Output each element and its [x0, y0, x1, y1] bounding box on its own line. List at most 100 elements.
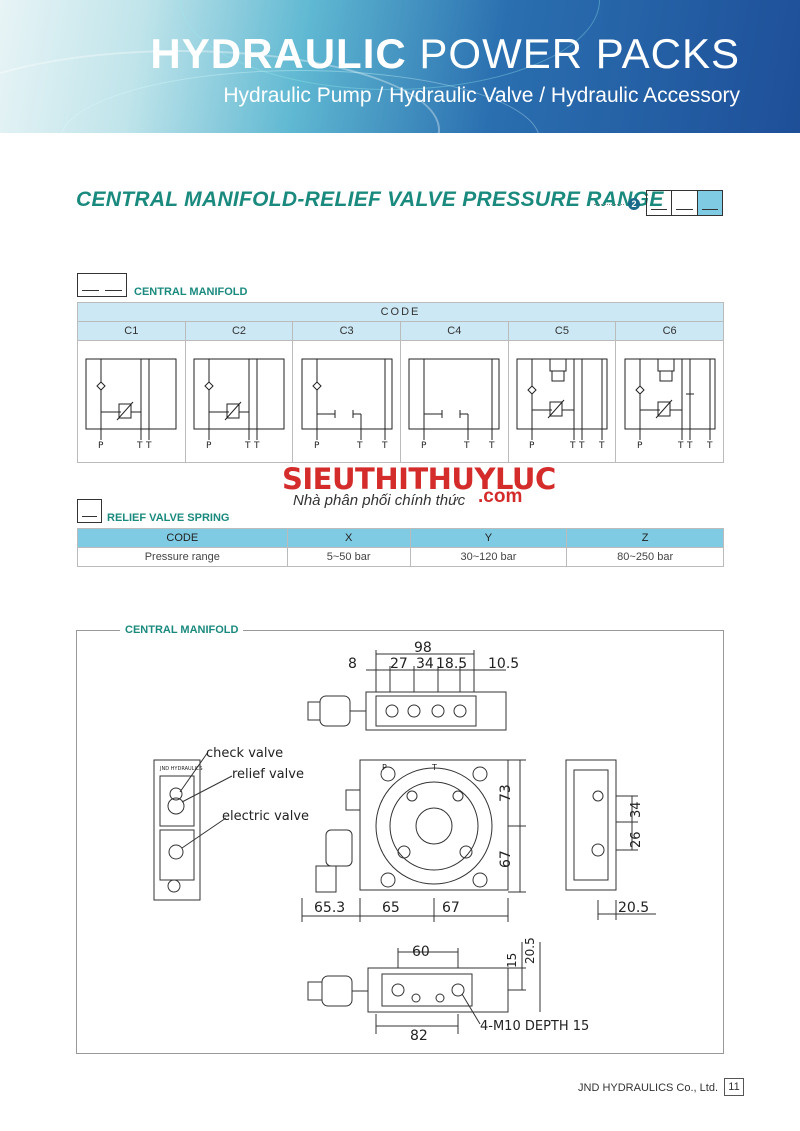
solenoid-coil-front	[325, 829, 353, 867]
bottom-view-plate	[381, 973, 473, 1007]
dim-18-5: 18.5	[436, 656, 467, 672]
dim-82: 82	[410, 1028, 428, 1044]
callout-check-valve: check valve	[206, 746, 283, 761]
indicator-dash	[82, 290, 99, 291]
dim-20-5-bottom: 20.5	[523, 937, 537, 964]
check-valve-port	[169, 787, 183, 801]
fitting-front	[345, 789, 361, 811]
central-manifold-code-table: CODE C1 C2 C3 C4 C5 C6 P T T	[77, 302, 724, 463]
code-cell-c2: C2	[184, 321, 294, 341]
dim-73: 73	[498, 784, 514, 802]
mount-hole	[380, 872, 396, 888]
port-label: T	[488, 441, 495, 450]
dim-8: 8	[348, 656, 357, 672]
footer-company: JND HYDRAULICS Co., Ltd.	[578, 1082, 718, 1094]
dim-15: 15	[505, 953, 519, 968]
manifold-dimension-drawing: 98 8 27 34 18.5 10.5 check valve relief …	[153, 640, 656, 1044]
watermark-brand: SIEUTHITHUYLUC	[282, 462, 556, 496]
code-slot-highlight	[697, 191, 722, 215]
right-view-body	[565, 759, 617, 891]
section-heading: CENTRAL MANIFOLD-RELIEF VALVE PRESSURE R…	[76, 188, 664, 211]
front-view-flange	[375, 767, 493, 885]
port-label: T	[598, 441, 605, 450]
code-cell-c6: C6	[615, 321, 724, 341]
tap-hole	[391, 983, 405, 997]
solenoid-connector-top	[307, 701, 321, 721]
hydraulic-schematic-c2: P T T	[193, 358, 285, 450]
spring-header-cell: X	[286, 528, 411, 548]
port-circle	[407, 704, 421, 718]
schematic-c5: P T T T	[507, 340, 617, 463]
code-slot-dash	[651, 209, 668, 210]
port-label: T	[356, 441, 363, 450]
code-header: CODE	[77, 302, 724, 322]
tap-hole	[451, 983, 465, 997]
spring-row-cell: 80~250 bar	[566, 547, 724, 567]
indicator-dash	[105, 290, 122, 291]
drawing-label: CENTRAL MANIFOLD	[120, 624, 244, 636]
relief-valve-spring-table: CODE X Y Z Pressure range 5~50 bar 30~12…	[77, 528, 724, 567]
spring-header-cell: CODE	[77, 528, 288, 548]
schematic-c4: P T T	[399, 340, 509, 463]
order-code-box	[646, 190, 723, 216]
relief-valve-port	[167, 797, 185, 815]
port-label: T	[569, 441, 576, 450]
port-label: P	[637, 441, 643, 450]
port-label: T	[136, 441, 143, 450]
indicator-dash	[82, 516, 97, 517]
hydraulic-schematic-c6: P T T T	[624, 358, 716, 450]
code-cell-c3: C3	[292, 321, 401, 341]
solenoid-connector-front	[315, 865, 337, 893]
front-view-body	[359, 759, 509, 891]
dim-27: 27	[390, 656, 408, 672]
watermark-tagline: Nhà phân phối chính thức	[293, 492, 466, 509]
left-view-body	[153, 759, 201, 901]
port-circle	[453, 704, 467, 718]
hydraulic-schematic-c4: P T T	[408, 358, 500, 450]
port-hole	[406, 790, 418, 802]
tap-hole	[411, 993, 421, 1003]
right-port	[592, 790, 604, 802]
right-view-inner	[573, 769, 609, 881]
port-label: P	[421, 441, 427, 450]
port-label: P	[314, 441, 320, 450]
dim-98: 98	[414, 640, 432, 656]
hydraulic-schematic-c3: P T T	[301, 358, 393, 450]
schematic-c6: P T T T	[615, 340, 724, 463]
port-label: T	[381, 441, 388, 450]
port-hole	[397, 845, 411, 859]
spring-row-cell: Pressure range	[77, 547, 288, 567]
port-label: T	[578, 441, 585, 450]
dim-10-5: 10.5	[488, 656, 519, 672]
code-slot-dash	[701, 209, 718, 210]
port-label: P	[529, 441, 535, 450]
solenoid-coil-bottom	[321, 975, 353, 1007]
bottom-view-body	[367, 967, 509, 1013]
mount-hole	[472, 766, 488, 782]
banner-subtitle: Hydraulic Pump / Hydraulic Valve / Hydra…	[223, 84, 740, 107]
callout-electric-valve: electric valve	[222, 809, 309, 824]
code-cell-c1: C1	[77, 321, 186, 341]
port-label: P	[206, 441, 212, 450]
port-circle	[385, 704, 399, 718]
section-badge: 2	[628, 198, 640, 210]
spring-code-indicator	[77, 499, 102, 523]
dim-65: 65	[382, 900, 400, 916]
hydraulic-schematic-c5: P T T T	[516, 358, 608, 450]
dim-34-right: 34	[629, 801, 644, 818]
banner-title-light: POWER PACKS	[419, 30, 740, 77]
tap-hole	[435, 993, 445, 1003]
code-cell-c5: C5	[507, 321, 617, 341]
port-label: T	[253, 441, 260, 450]
port-hole	[459, 845, 473, 859]
port-label: T	[686, 441, 693, 450]
left-view-upper-block	[159, 775, 195, 827]
port-label: P	[98, 441, 104, 450]
code-slot	[647, 191, 673, 215]
solenoid-connector-bottom	[307, 981, 323, 1001]
banner-title-bold: HYDRAULIC	[150, 30, 407, 77]
solenoid-coil-top	[319, 695, 351, 727]
manifold-code-indicator	[77, 273, 127, 297]
code-slot-dash	[676, 209, 693, 210]
code-cell-c4: C4	[399, 321, 509, 341]
